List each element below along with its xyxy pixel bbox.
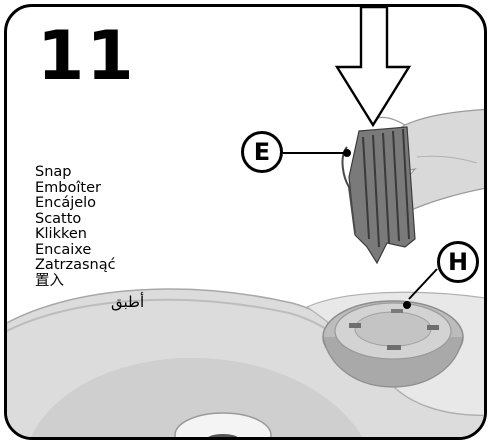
- instruction-label-arabic: أطبق: [111, 293, 144, 311]
- instruction-label: Encájelo: [35, 196, 116, 212]
- step-frame: 11 Snap Emboîter Encájelo Scatto Klikken…: [4, 4, 487, 440]
- instruction-label: Emboîter: [35, 181, 116, 197]
- instruction-label: Zatrzasnąć: [35, 258, 116, 274]
- down-arrow: [337, 7, 409, 125]
- multilingual-instruction-list: Snap Emboîter Encájelo Scatto Klikken En…: [35, 165, 116, 289]
- callout-h: H: [437, 241, 479, 283]
- instruction-label: Scatto: [35, 212, 116, 228]
- callout-e: E: [241, 131, 283, 173]
- instruction-label: 置入: [35, 274, 116, 290]
- ribbed-piece: [349, 127, 415, 263]
- instruction-label: Encaixe: [35, 243, 116, 259]
- step-number: 11: [37, 23, 136, 91]
- instruction-label: Snap: [35, 165, 116, 181]
- instruction-label: Klikken: [35, 227, 116, 243]
